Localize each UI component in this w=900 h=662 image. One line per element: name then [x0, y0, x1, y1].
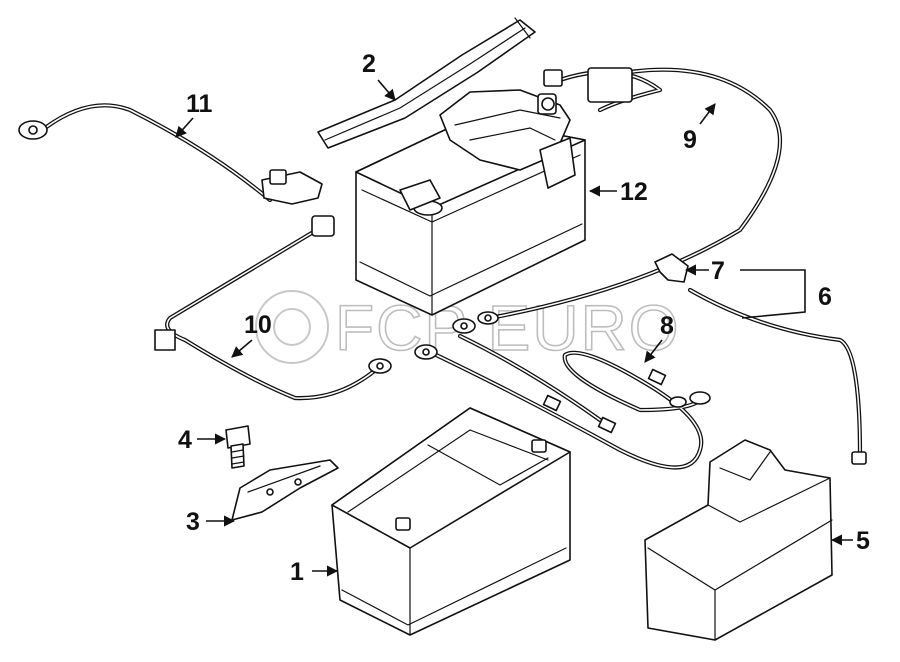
watermark: FCP EURO — [255, 290, 681, 365]
part-2-bracket — [317, 17, 536, 149]
callout-9: 9 — [683, 103, 716, 154]
callout-4-label: 4 — [178, 426, 192, 454]
callout-6: 6 — [740, 269, 832, 319]
callout-9-label: 9 — [683, 126, 697, 154]
callout-2: 2 — [362, 50, 396, 101]
callout-1-label: 1 — [290, 558, 304, 586]
part-11-cable — [18, 103, 323, 205]
callout-5: 5 — [830, 527, 870, 555]
callout-11: 11 — [175, 90, 213, 138]
callout-10: 10 — [231, 311, 272, 358]
callout-5-label: 5 — [856, 527, 870, 555]
part-10-cable — [154, 215, 392, 401]
callout-6-label: 6 — [818, 283, 832, 311]
callout-10-label: 10 — [244, 311, 272, 339]
part-7-elbow — [654, 253, 689, 283]
callout-3: 3 — [186, 508, 236, 536]
callout-2-label: 2 — [362, 50, 376, 78]
part-9-cable — [477, 67, 783, 325]
part-4-bolt — [225, 425, 251, 469]
callout-11-label: 11 — [186, 90, 213, 118]
callout-12-label: 12 — [620, 178, 648, 206]
part-8-cable-loop — [414, 318, 711, 470]
callout-1: 1 — [290, 558, 339, 586]
callout-8-label: 8 — [660, 312, 674, 340]
part-3-clamp — [231, 459, 339, 521]
part-1-battery — [331, 407, 571, 636]
watermark-text: FCP EURO — [335, 292, 681, 364]
part-12-battery-with-cover — [355, 89, 586, 316]
callout-12: 12 — [588, 178, 648, 206]
callout-8: 8 — [644, 312, 674, 363]
callout-7: 7 — [684, 257, 725, 285]
callout-3-label: 3 — [186, 508, 200, 536]
callout-4: 4 — [178, 426, 227, 454]
part-5-insulation-cover — [644, 439, 833, 641]
callout-7-label: 7 — [711, 257, 725, 285]
part-6-tube — [687, 287, 867, 465]
